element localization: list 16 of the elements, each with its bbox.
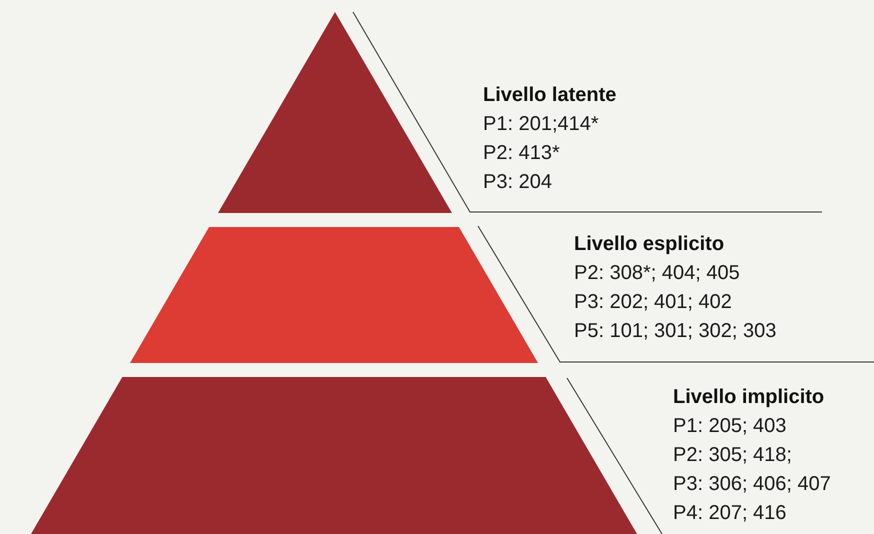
- level-entry: P3: 204: [483, 170, 552, 195]
- pyramid-tier: [130, 227, 538, 363]
- level-entry: P2: 308*; 404; 405: [574, 261, 740, 286]
- level-heading: Livello implicito: [673, 385, 824, 410]
- level-entry: P3: 306; 406; 407: [673, 472, 831, 497]
- level-entry: P5: 101; 301; 302; 303: [574, 319, 776, 344]
- level-heading: Livello latente: [483, 83, 616, 108]
- level-entry: P1: 205; 403: [673, 414, 786, 439]
- pyramid-tier: [218, 12, 452, 213]
- level-entry: P3: 202; 401; 402: [574, 290, 732, 315]
- level-entry: P2: 413*: [483, 141, 560, 166]
- level-entry: P2: 305; 418;: [673, 443, 792, 468]
- level-entry: P4: 207; 416: [673, 501, 786, 526]
- level-heading: Livello esplicito: [574, 232, 724, 257]
- pyramid-tier: [31, 377, 637, 534]
- level-entry: P1: 201;414*: [483, 112, 599, 137]
